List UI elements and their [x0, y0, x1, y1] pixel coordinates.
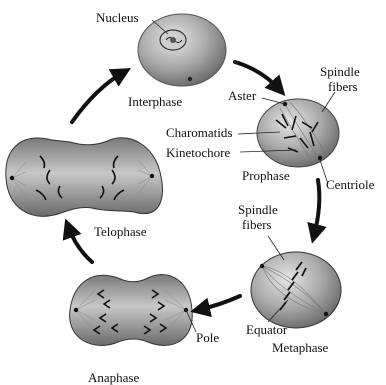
centriole-point	[318, 156, 322, 160]
interphase-cell	[138, 14, 226, 86]
label-spindle-mid-2: fibers	[242, 217, 272, 232]
arrow-interphase-to-prophase	[235, 62, 280, 90]
anaphase-cell	[70, 275, 193, 346]
anaphase-pole-left	[74, 308, 78, 312]
label-prophase: Prophase	[242, 168, 290, 183]
label-nucleus: Nucleus	[96, 10, 139, 25]
label-spindle-mid-1: Spindle	[238, 202, 278, 217]
label-centriole: Centriole	[326, 177, 375, 192]
nucleus-shape	[160, 30, 186, 50]
arrow-telophase-to-interphase	[72, 72, 124, 122]
arrow-anaphase-to-telophase	[68, 226, 92, 262]
label-telophase: Telophase	[94, 224, 147, 239]
label-pole: Pole	[196, 330, 219, 345]
telophase-cell	[6, 138, 163, 216]
metaphase-cell	[251, 252, 341, 328]
metaphase-pole-2	[324, 312, 328, 316]
label-spindle-top-2: fibers	[328, 79, 358, 94]
label-equator: Equator	[246, 322, 288, 337]
telophase-pole-right	[150, 174, 154, 178]
label-metaphase: Metaphase	[272, 340, 329, 355]
metaphase-pole-1	[260, 264, 264, 268]
label-anaphase: Anaphase	[88, 370, 139, 385]
leader-spindle-top	[322, 92, 335, 112]
prophase-cell	[257, 99, 339, 167]
centriole-dot	[188, 77, 192, 81]
label-spindle-top-1: Spindle	[320, 64, 360, 79]
leader-aster	[262, 98, 285, 104]
arrow-metaphase-to-anaphase	[198, 296, 240, 310]
telophase-pole-left	[10, 176, 14, 180]
label-chromatids: Charomatids	[166, 125, 232, 140]
arrow-prophase-to-metaphase	[314, 180, 319, 236]
label-kinetochore: Kinetochore	[166, 145, 230, 160]
label-interphase: Interphase	[128, 94, 182, 109]
label-aster: Aster	[228, 88, 257, 103]
